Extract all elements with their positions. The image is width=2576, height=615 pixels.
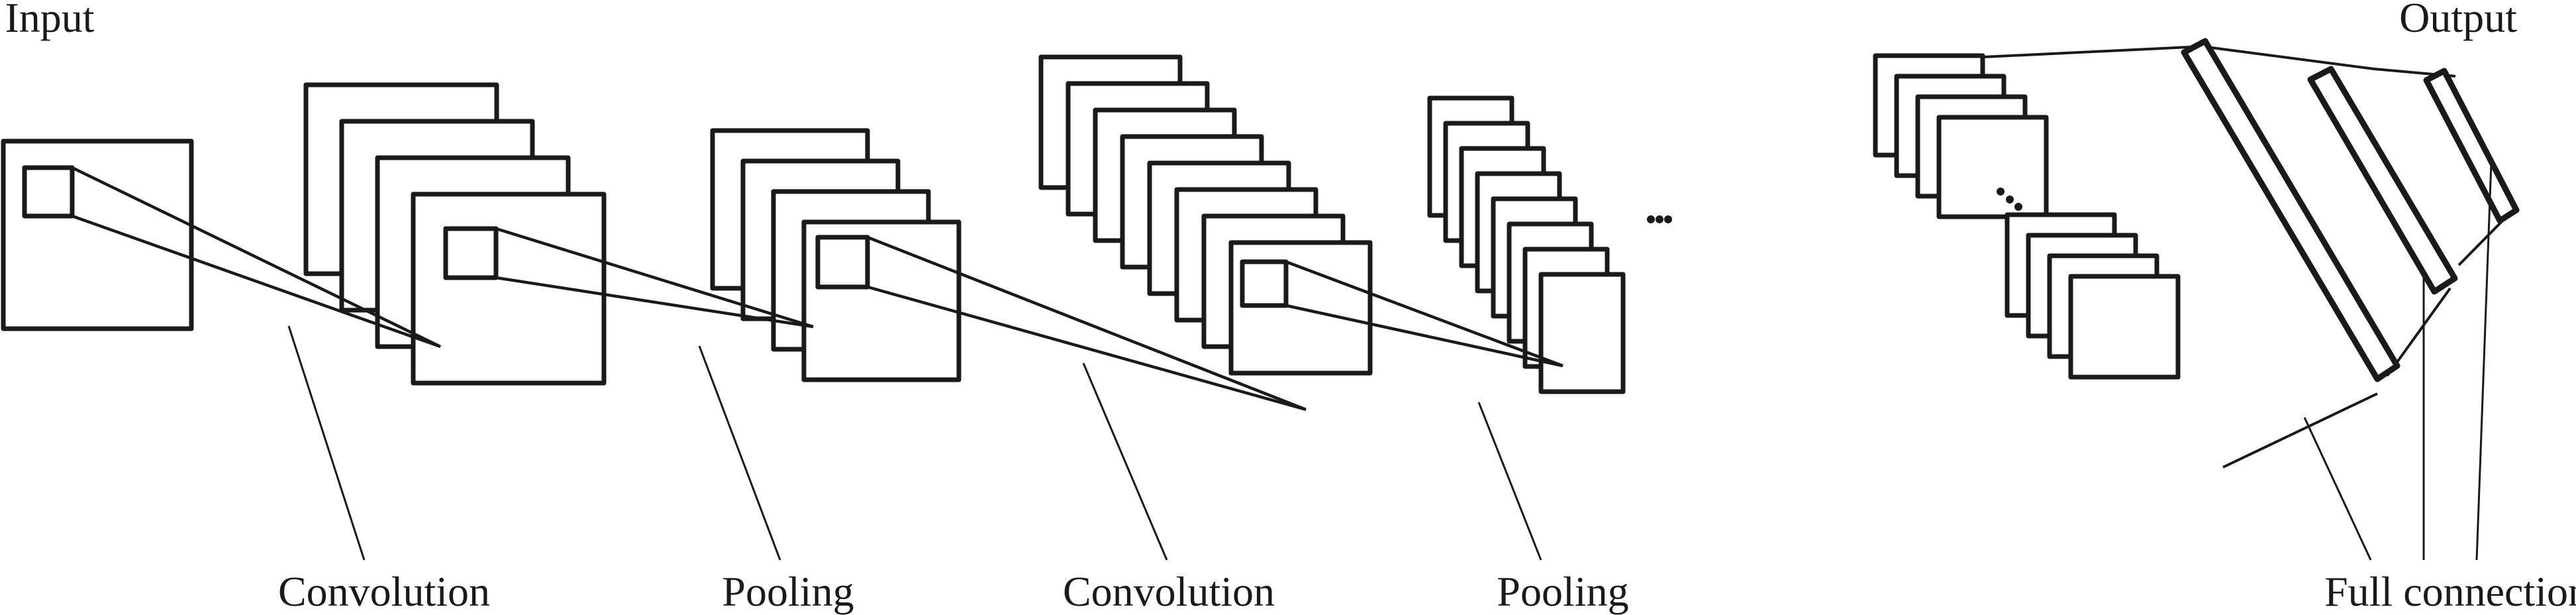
- convolution-2-label: Convolution: [1063, 568, 1275, 615]
- leader-line: [1082, 363, 1168, 561]
- input-label: Input: [5, 0, 94, 41]
- final-maps-group-a: [1873, 53, 2049, 219]
- fc-connection-line: [1983, 45, 2204, 58]
- convolution-1-label: Convolution: [278, 568, 490, 615]
- conv1-kernel: [443, 226, 499, 280]
- projection-line: [495, 227, 814, 329]
- pooling-2-label: Pooling: [1497, 568, 1628, 615]
- feature-map: [2068, 274, 2181, 380]
- convolution-2-layer: [1038, 54, 1373, 376]
- projection-line: [495, 276, 814, 329]
- input-kernel: [22, 165, 75, 219]
- pool1-kernel: [815, 235, 870, 290]
- pooling-2-layer: [1427, 95, 1626, 394]
- leader-line: [1477, 402, 1542, 561]
- feature-map: [1538, 272, 1626, 394]
- fc-connection-line: [2222, 392, 2378, 469]
- diagonal-ellipsis-icon: [1997, 188, 2022, 211]
- output-label: Output: [2399, 0, 2517, 41]
- projection-line: [1285, 260, 1563, 368]
- leader-line: [2475, 162, 2493, 561]
- ellipsis-icon: [1647, 215, 1672, 223]
- pooling-1-label: Pooling: [722, 568, 854, 615]
- projection-line: [867, 235, 1307, 412]
- fc-layer-3: [2423, 68, 2520, 224]
- feature-map: [1936, 115, 2049, 219]
- conv2-kernel: [1240, 259, 1289, 308]
- leader-line: [287, 325, 366, 561]
- full-connection-label: Full connection: [2324, 568, 2576, 615]
- fc-layer-1: [2181, 38, 2401, 382]
- projection-line: [72, 166, 441, 349]
- convolution-1-layer: [303, 82, 607, 386]
- final-maps-group-b: [2005, 212, 2181, 380]
- leader-line: [2303, 417, 2372, 561]
- fc-layer-2: [2307, 66, 2458, 295]
- projection-line: [867, 285, 1307, 412]
- leader-line: [698, 345, 781, 561]
- input-layer: [1, 139, 194, 331]
- projection-line: [1285, 304, 1563, 368]
- projection-line: [72, 214, 441, 349]
- fc-connection-line: [2211, 46, 2375, 70]
